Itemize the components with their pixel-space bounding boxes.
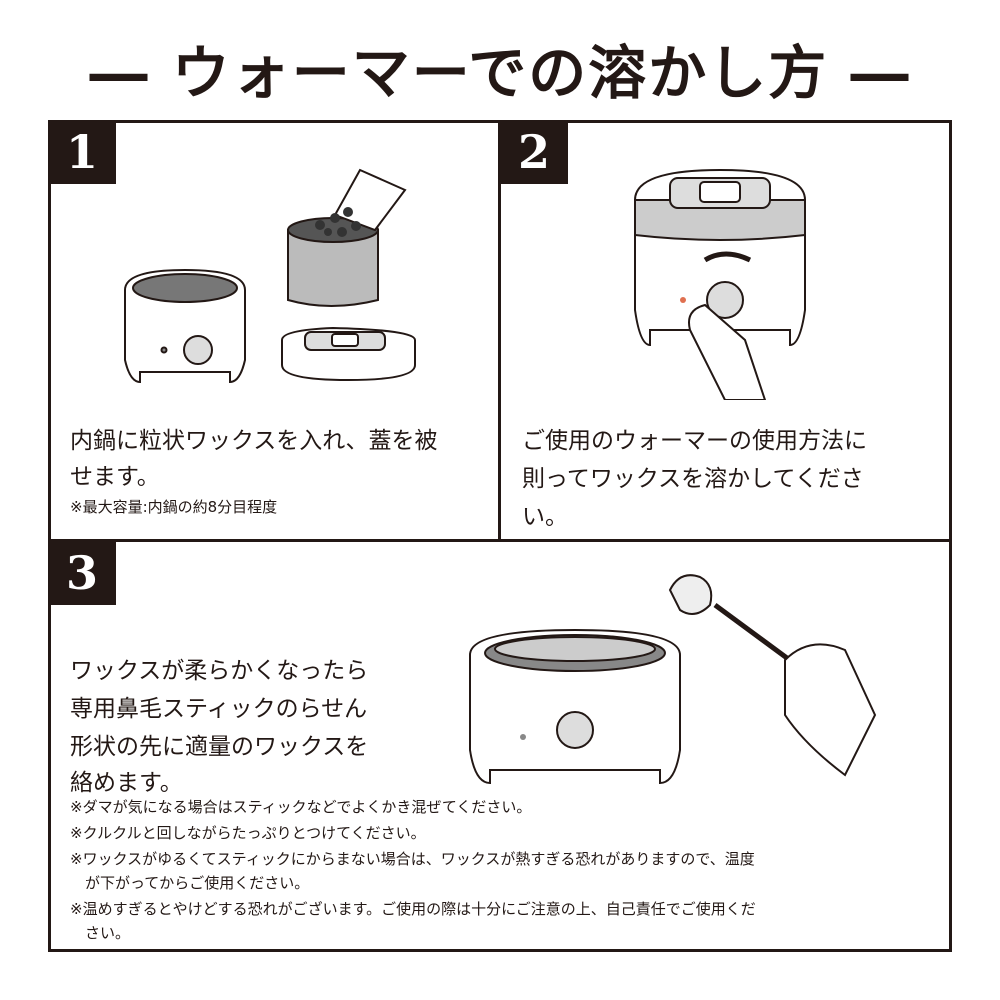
step-1-text-line-1: 内鍋に粒状ワックスを入れ、蓋を被 <box>70 428 438 454</box>
wax-stick-illustration <box>469 574 877 785</box>
step-2-text-line-3: い。 <box>522 504 568 530</box>
warmer-turning-dial-illustration <box>634 168 806 400</box>
step-3-badge: 3 <box>48 541 116 605</box>
step-3-text-line-1: ワックスが柔らかくなったら <box>70 658 369 684</box>
step-3-note-3: ※ワックスがゆるくてスティックにからまない場合は、ワックスが熱すぎる恐れがありま… <box>70 850 755 868</box>
step-3-note-4: ※温めすぎるとやけどする恐れがございます。ご使用の際は十分にご注意の上、自己責任… <box>70 900 756 918</box>
step-2-badge: 2 <box>500 120 568 184</box>
step-1-note: ※最大容量:内鍋の約8分目程度 <box>70 498 278 516</box>
page-title: ― ウォーマーでの溶かし方 ― <box>89 39 911 107</box>
step-2-text-line-1: ご使用のウォーマーの使用方法に <box>522 428 867 454</box>
step-3-text-line-2: 専用鼻毛スティックのらせん <box>70 696 368 722</box>
step-3-text-line-3: 形状の先に適量のワックスを <box>70 734 369 760</box>
step-3-note-2: ※クルクルと回しながらたっぷりとつけてください。 <box>70 824 426 842</box>
step-1-text-line-2: せます。 <box>70 464 160 490</box>
step-3-note-3-cont: が下がってからご使用ください。 <box>70 874 310 892</box>
step-3-note-4-cont: さい。 <box>70 924 131 942</box>
step-2-text-line-2: 則ってワックスを溶かしてくださ <box>522 466 864 492</box>
warmer-parts-illustration <box>124 168 416 384</box>
divider-vertical <box>498 120 501 541</box>
step-3-text-line-4: 絡めます。 <box>70 770 183 796</box>
step-1-badge: 1 <box>48 120 116 184</box>
step-3-note-1: ※ダマが気になる場合はスティックなどでよくかき混ぜてください。 <box>70 798 532 816</box>
